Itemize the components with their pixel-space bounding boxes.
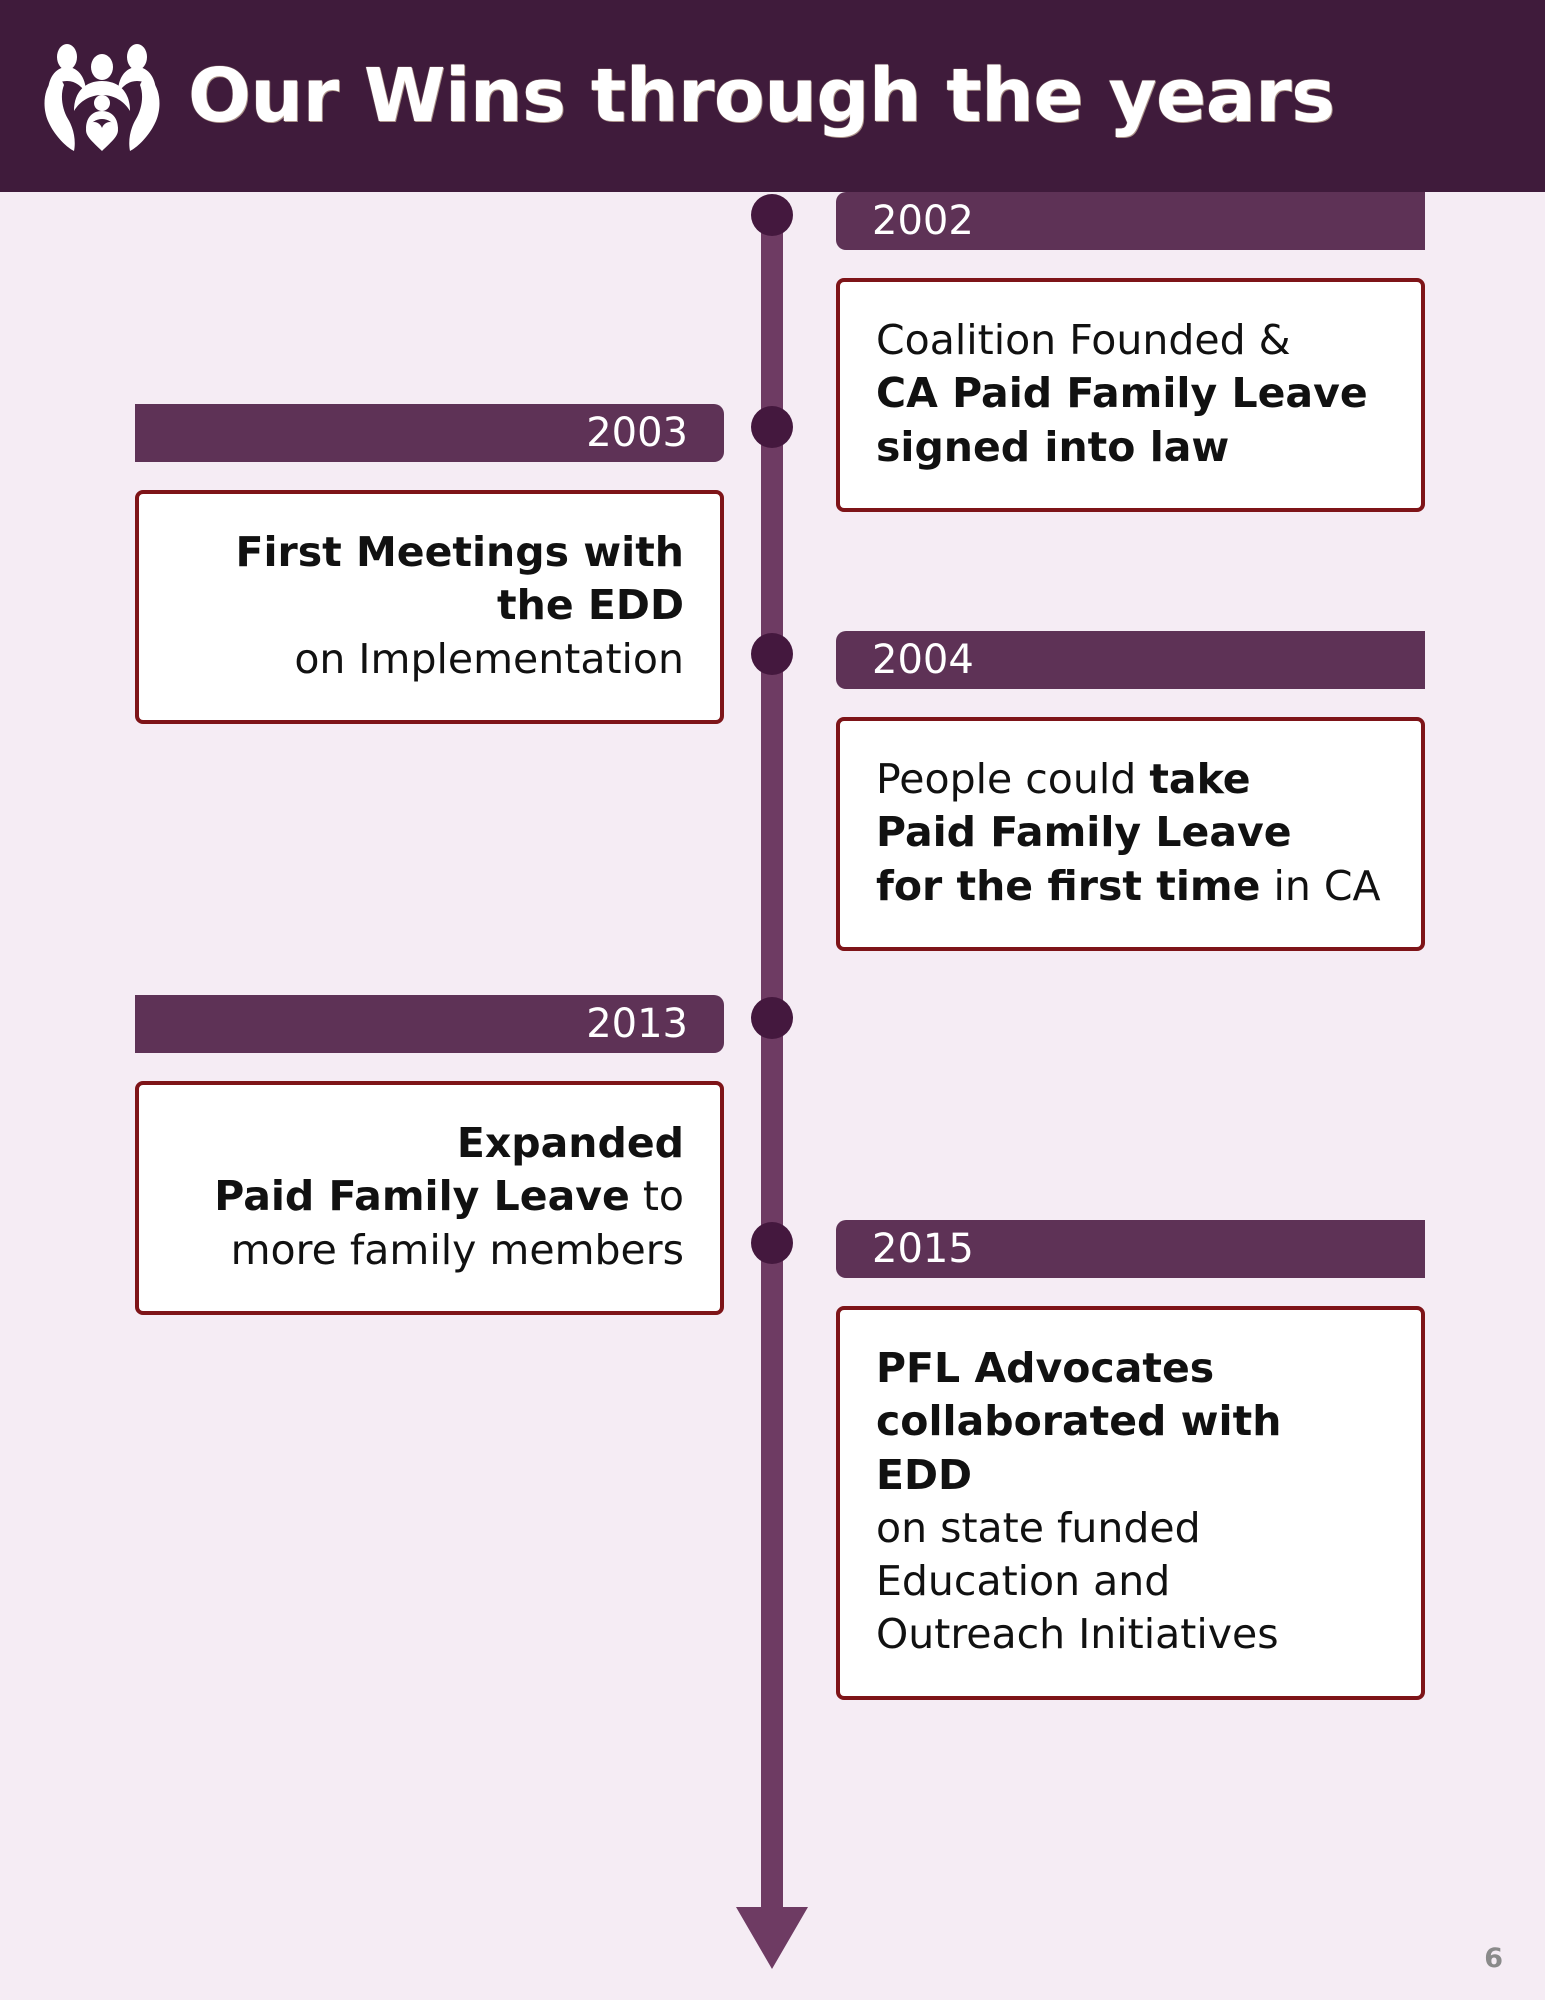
family-in-hands-logo [44, 44, 160, 151]
year-label-2004: 2004 [836, 631, 1425, 689]
timeline-node-2004 [751, 633, 793, 675]
timeline-arrow-icon [736, 1907, 808, 1969]
timeline-node-2002 [751, 194, 793, 236]
year-label-2015: 2015 [836, 1220, 1425, 1278]
timeline-node-2013 [751, 997, 793, 1039]
timeline-node-2003 [751, 406, 793, 448]
page-header: Our Wins through the years [0, 0, 1545, 192]
page-title: Our Wins through the years [188, 53, 1335, 139]
timeline-spine [761, 222, 783, 1922]
year-label-2003: 2003 [135, 404, 724, 462]
year-label-2013: 2013 [135, 995, 724, 1053]
year-label-2002: 2002 [836, 192, 1425, 250]
page-number: 6 [1484, 1943, 1503, 1974]
timeline-node-2015 [751, 1222, 793, 1264]
